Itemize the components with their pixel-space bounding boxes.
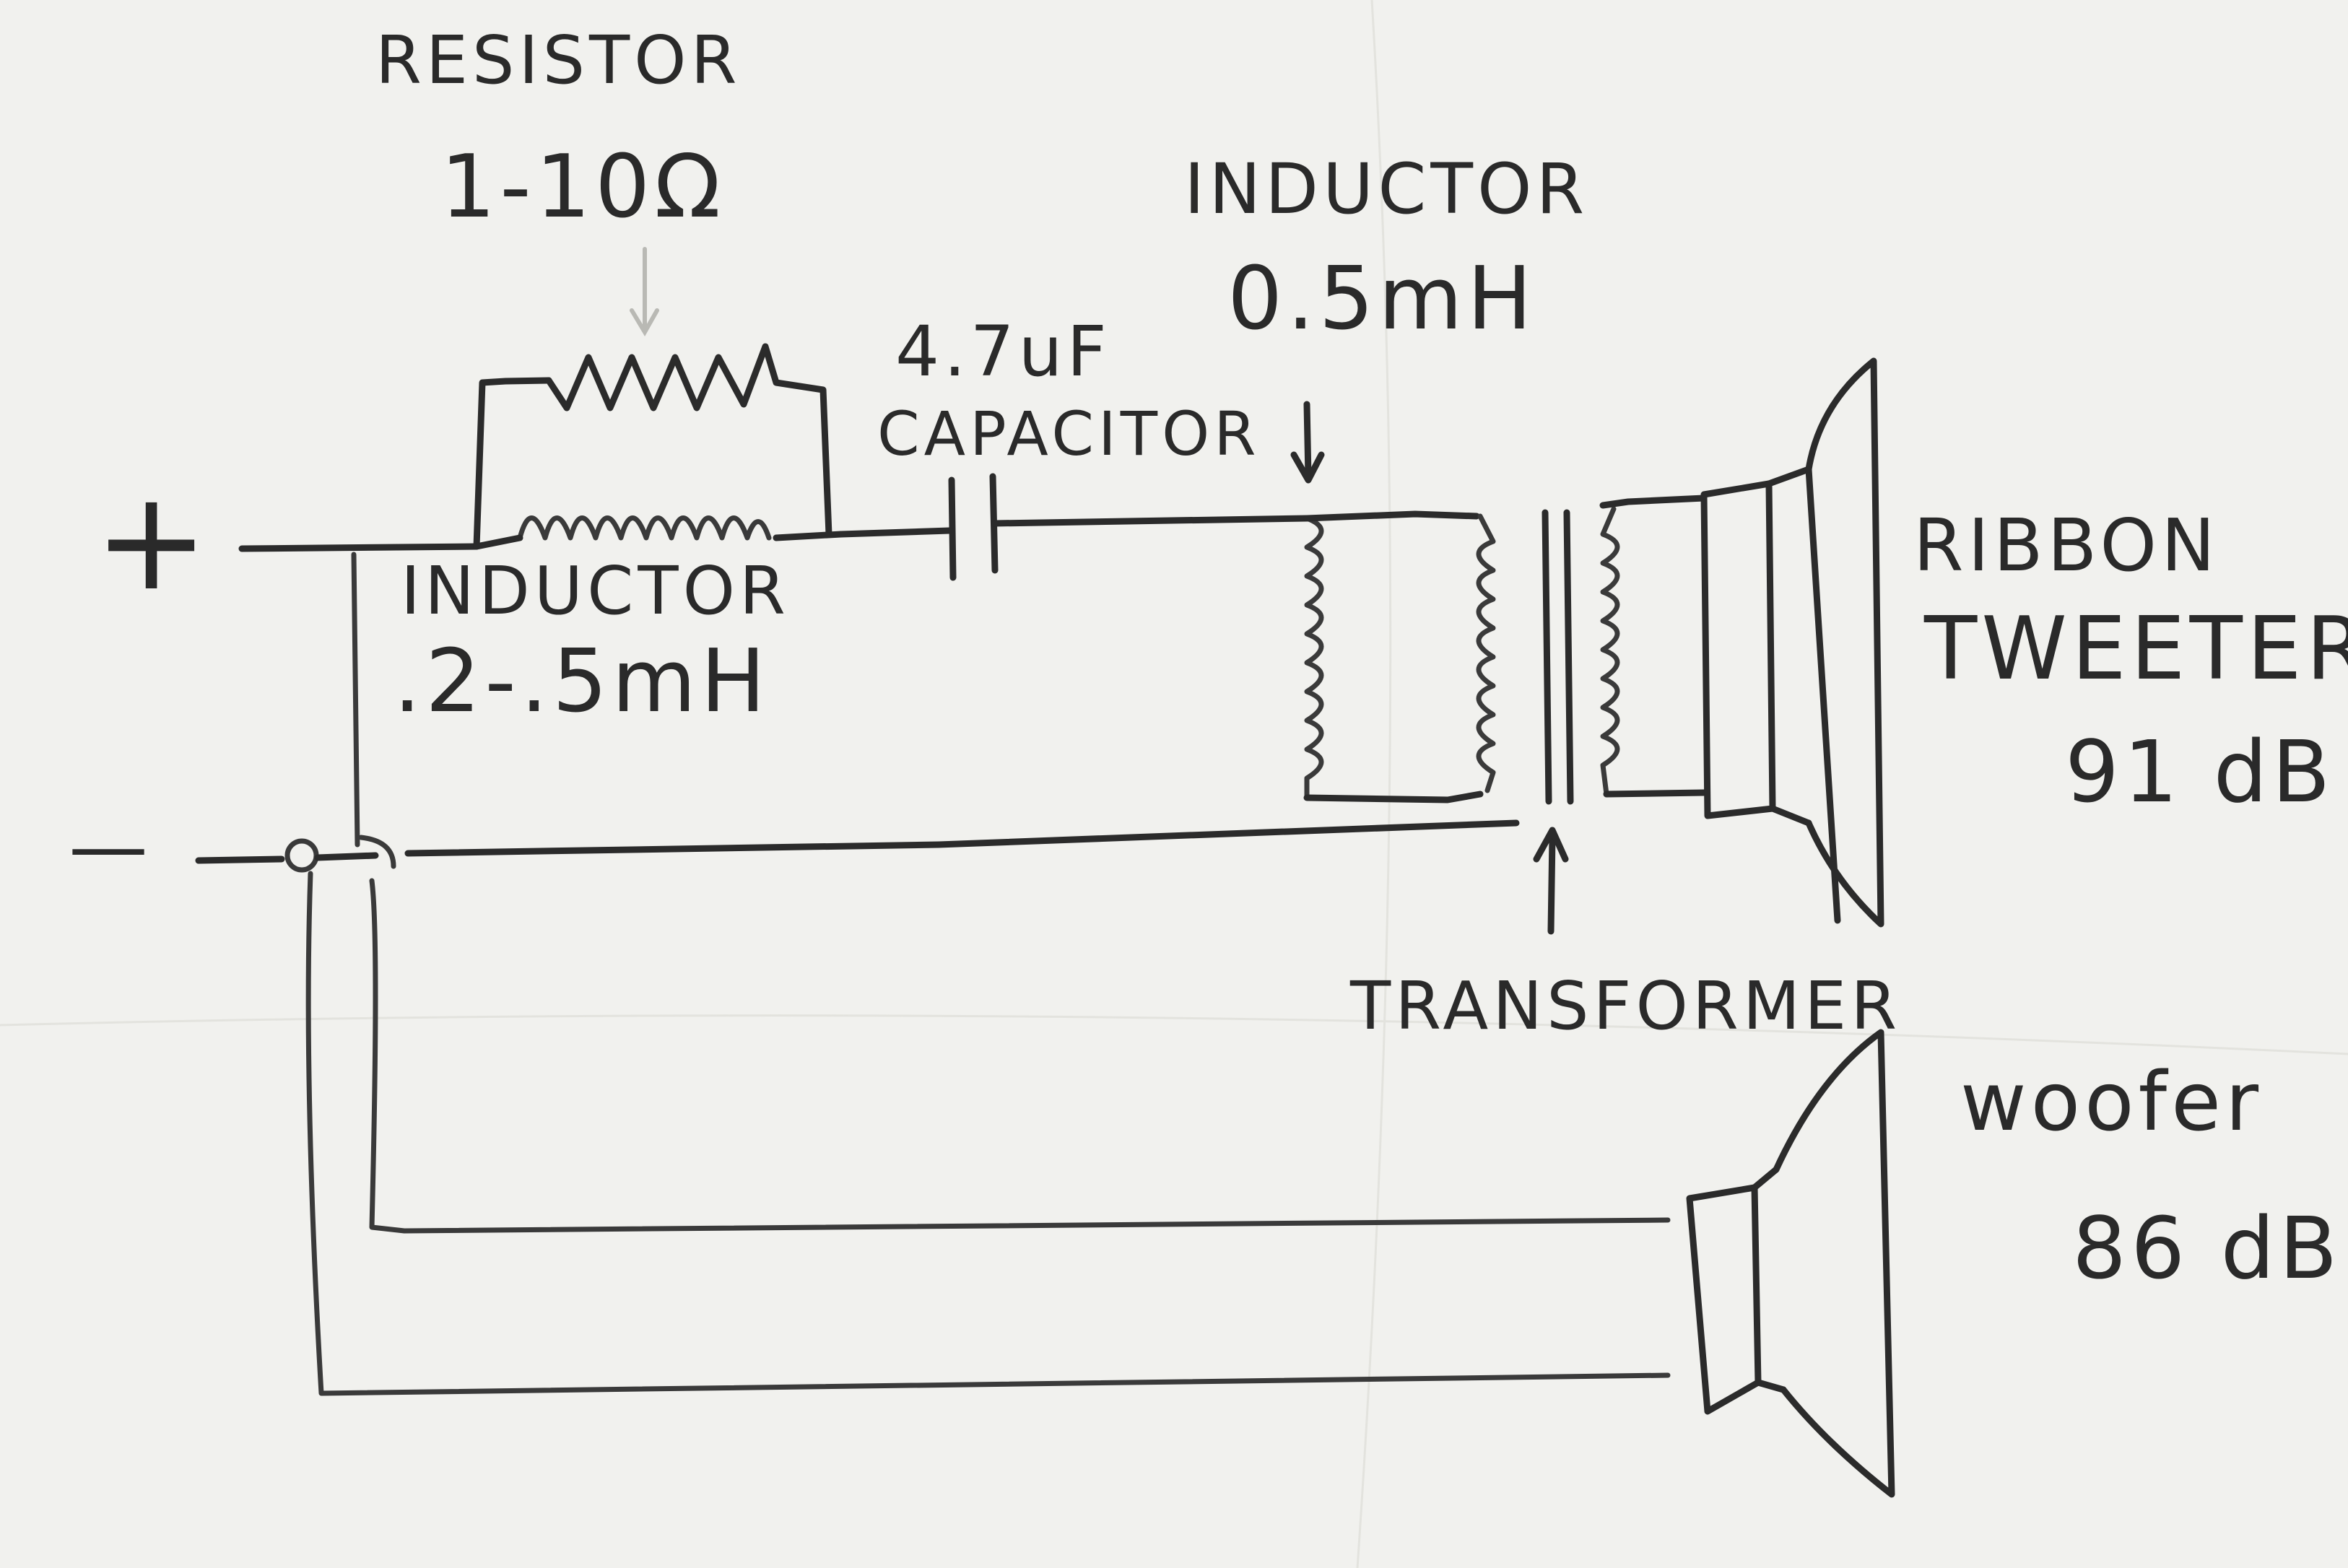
inductor-2-arrow — [1303, 401, 1312, 480]
transformer-primary-coil — [1476, 513, 1496, 793]
minus-terminal-label: — — [69, 800, 152, 892]
capacitor-name-label: CAPACITOR — [877, 398, 1261, 469]
woofer-feed-line-1 — [369, 878, 1671, 1234]
transformer-label: TRANSFORMER — [1349, 967, 1901, 1045]
resistor-value-label: 1-10Ω — [440, 137, 725, 238]
tweeter-level-label: 91 dB — [2065, 722, 2335, 822]
transformer-core-right — [1563, 509, 1574, 805]
plus-rail — [238, 343, 1484, 803]
inductor-1-coil — [517, 515, 772, 541]
woofer-level-label: 86 dB — [2072, 1198, 2342, 1298]
inductor-2-coil — [1304, 515, 1324, 801]
minus-junction-node — [284, 838, 319, 873]
transformer-core-left — [1542, 509, 1552, 805]
inductor-2-name-label: INDUCTOR — [1184, 149, 1588, 230]
inductor-1-name-label: INDUCTOR — [401, 552, 790, 630]
transformer-secondary-coil — [1600, 506, 1620, 797]
tweeter-line2-label: TWEETER — [1923, 599, 2348, 700]
tweeter-line1-label: RIBBON — [1913, 503, 2219, 588]
plus-terminal-label: + — [94, 461, 213, 621]
inductor-1-value-label: .2-.5mH — [393, 632, 770, 732]
transformer-symbol — [1476, 495, 1708, 935]
woofer-feed-line-2 — [305, 871, 1671, 1396]
capacitor-value-label: 4.7uF — [895, 311, 1111, 392]
ribbon-tweeter-icon — [1700, 357, 1884, 928]
woofer-name-label: woofer — [1960, 1055, 2263, 1149]
resistor-zigzag — [545, 343, 832, 538]
transformer-arrow — [1547, 834, 1556, 935]
paper-fold-line — [0, 1014, 2348, 1055]
minus-rail — [195, 552, 1671, 1396]
capacitor-plate-left — [948, 476, 957, 581]
woofer-icon — [1686, 1029, 1895, 1498]
inductor-2-value-label: 0.5mH — [1227, 249, 1536, 349]
paper-fold-line — [1356, 0, 1392, 1568]
resistor-name-label: RESISTOR — [375, 22, 742, 99]
